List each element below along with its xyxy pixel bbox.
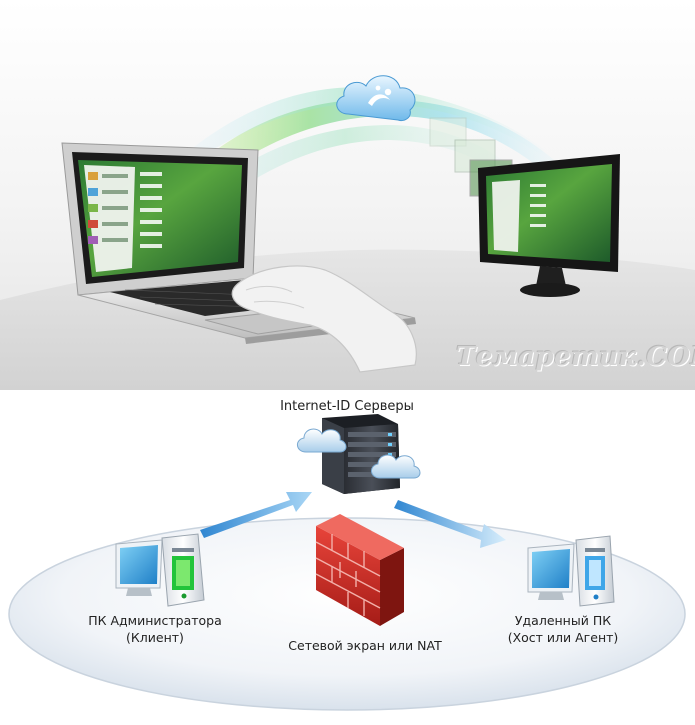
remote-pc-label-line2: (Хост или Агент)	[507, 630, 619, 645]
admin-pc-label-line2: (Клиент)	[126, 630, 184, 645]
watermark-text: Темаретик.COM	[456, 342, 695, 372]
desktop-pc-icon	[115, 533, 205, 607]
desktop-pc-icon	[527, 535, 615, 607]
firewall-label: Сетевой экран или NAT	[288, 638, 442, 653]
remote-access-illustration	[0, 0, 695, 390]
admin-pc-label: ПК Администратора (Клиент)	[70, 612, 240, 646]
servers-label: Internet-ID Серверы	[280, 399, 414, 414]
arrow-icon	[394, 500, 506, 548]
server-rack-icon	[322, 414, 400, 494]
arrow-icon	[200, 492, 312, 538]
network-diagram	[8, 414, 686, 711]
brick-wall-icon	[315, 514, 404, 626]
cloud-icon	[371, 454, 421, 479]
admin-pc-label-line1: ПК Администратора	[88, 613, 222, 628]
cloud-icon	[297, 428, 347, 453]
hand-icon	[231, 265, 417, 373]
remote-pc-label: Удаленный ПК (Хост или Агент)	[488, 612, 638, 646]
remote-pc-label-line1: Удаленный ПК	[514, 613, 612, 628]
monitor-icon	[478, 154, 620, 297]
cloud-icon	[336, 75, 416, 121]
